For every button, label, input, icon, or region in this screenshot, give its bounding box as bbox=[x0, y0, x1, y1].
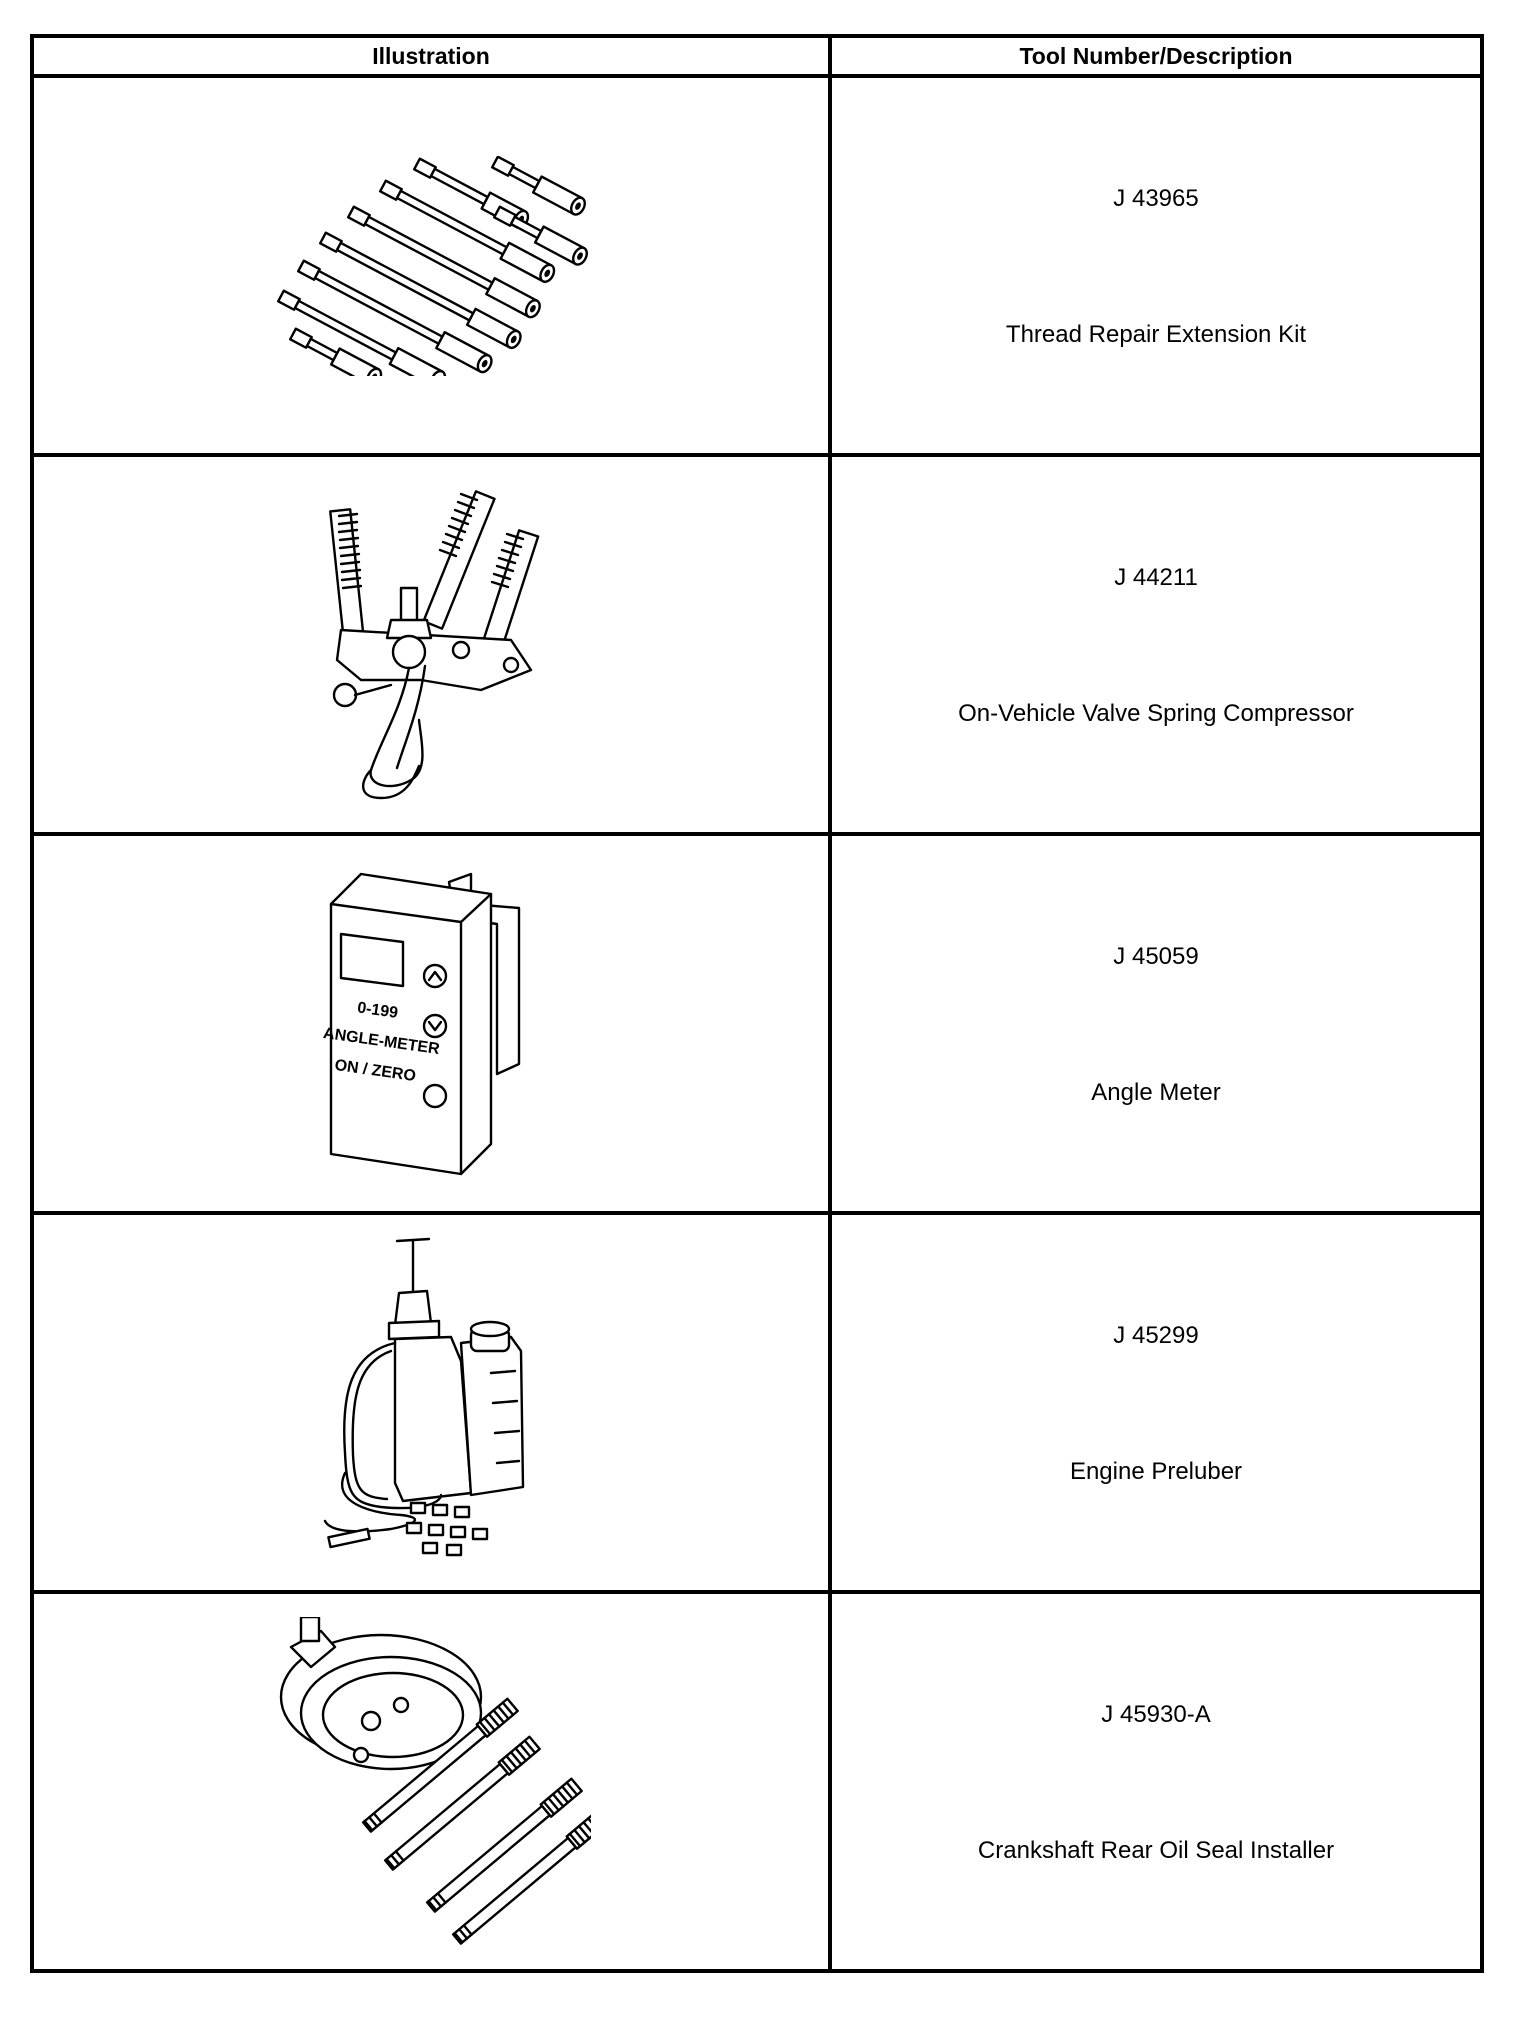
tool-table: Illustration Tool Number/Description bbox=[30, 34, 1484, 1973]
valve-spring-compressor-icon bbox=[329, 489, 540, 799]
tool-description: Engine Preluber bbox=[1069, 1458, 1243, 1485]
table-row: J 43965 Thread Repair Extension Kit bbox=[30, 74, 1484, 457]
tool-number: J 45059 bbox=[1113, 943, 1199, 970]
tool-number: J 45930-A bbox=[1101, 1701, 1211, 1728]
table-row: J 45299 Engine Preluber bbox=[30, 1211, 1484, 1594]
table-row: 0-199 ANGLE-METER ON / ZERO J 45059 Angl… bbox=[30, 832, 1484, 1215]
tool-number: J 45299 bbox=[1113, 1322, 1199, 1349]
table-row: J 44211 On-Vehicle Valve Spring Compress… bbox=[30, 453, 1484, 836]
tool-description-cell: J 45299 Engine Preluber bbox=[828, 1211, 1484, 1594]
thread-repair-extension-kit-icon bbox=[276, 155, 588, 376]
illustration-cell bbox=[30, 453, 832, 836]
tool-number: J 43965 bbox=[1113, 185, 1199, 212]
illustration-cell bbox=[30, 1590, 832, 1973]
table-row: J 45930-A Crankshaft Rear Oil Seal Insta… bbox=[30, 1590, 1484, 1973]
angle-meter-icon: 0-199 ANGLE-METER ON / ZERO bbox=[322, 872, 521, 1175]
tool-description: Crankshaft Rear Oil Seal Installer bbox=[977, 1837, 1335, 1864]
tool-description-cell: J 44211 On-Vehicle Valve Spring Compress… bbox=[828, 453, 1484, 836]
tool-description-cell: J 45059 Angle Meter bbox=[828, 832, 1484, 1215]
tool-number: J 44211 bbox=[1114, 564, 1198, 591]
header-tool-number-description: Tool Number/Description bbox=[828, 34, 1484, 78]
illustration-cell: 0-199 ANGLE-METER ON / ZERO bbox=[30, 832, 832, 1215]
header-illustration: Illustration bbox=[30, 34, 832, 78]
illustration-cell bbox=[30, 1211, 832, 1594]
header-row: Illustration Tool Number/Description bbox=[30, 34, 1484, 78]
tool-description: On-Vehicle Valve Spring Compressor bbox=[958, 700, 1354, 727]
tool-description: Angle Meter bbox=[1091, 1079, 1221, 1106]
tool-description: Thread Repair Extension Kit bbox=[1005, 321, 1307, 348]
illustration-cell bbox=[30, 74, 832, 457]
angle-meter-range-label: 0-199 bbox=[356, 999, 399, 1022]
tool-description-cell: J 45930-A Crankshaft Rear Oil Seal Insta… bbox=[828, 1590, 1484, 1973]
tool-description-cell: J 43965 Thread Repair Extension Kit bbox=[828, 74, 1484, 457]
rear-oil-seal-installer-icon bbox=[279, 1616, 591, 1945]
engine-preluber-icon bbox=[323, 1237, 525, 1556]
